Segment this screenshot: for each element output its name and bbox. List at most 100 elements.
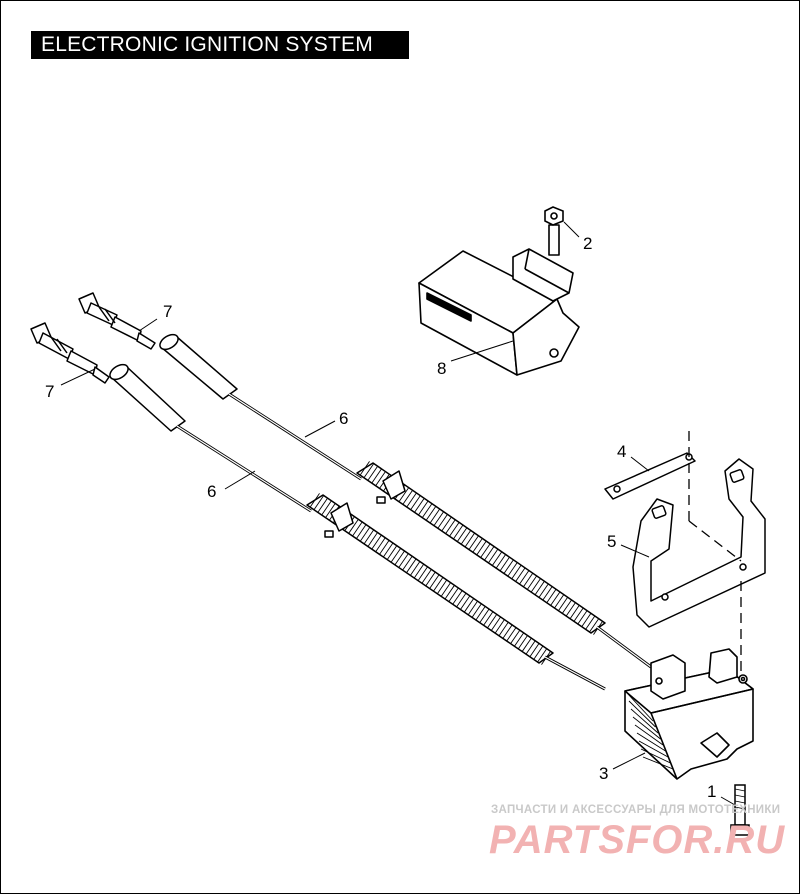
sleeve-ring — [445, 519, 456, 534]
sleeve-ring — [488, 549, 499, 563]
sleeve-ring — [534, 581, 545, 595]
coil-fin — [630, 708, 659, 734]
sleeve-ring — [441, 517, 452, 531]
ignition-module-part — [418, 224, 580, 376]
sleeve-ring — [472, 538, 483, 553]
sleeve-ring — [410, 495, 421, 510]
sleeve-ring — [325, 503, 336, 518]
sleeve-ring — [360, 461, 370, 475]
sleeve-ring — [348, 519, 359, 534]
sleeve-ring — [383, 543, 394, 557]
sleeve-ring — [387, 545, 397, 560]
sleeve-ring — [499, 557, 510, 571]
spark-plug-cable-lower — [109, 363, 606, 691]
sleeve-ring — [363, 463, 374, 478]
sleeve-ring — [406, 493, 417, 507]
sleeve-ring — [371, 469, 382, 483]
sleeve-ring — [537, 648, 548, 663]
spark-plug-upper — [78, 292, 156, 350]
coil-fin — [632, 716, 661, 740]
sleeve-ring — [527, 575, 537, 590]
sleeve-ring — [433, 511, 444, 526]
sleeve-ring — [506, 627, 517, 642]
sleeve-ring — [317, 498, 328, 513]
sleeve-ring — [360, 527, 370, 542]
sleeve-ring — [494, 619, 505, 634]
sleeve-ring — [467, 601, 478, 615]
coil-fin — [636, 732, 666, 752]
sleeve-ring — [421, 569, 432, 584]
sleeve-ring — [453, 525, 464, 539]
ignition-coil-part — [624, 648, 754, 780]
sleeve-ring — [417, 566, 428, 581]
sleeve-ring — [364, 530, 374, 544]
sleeve-ring — [461, 530, 471, 545]
sleeve-ring — [394, 551, 405, 565]
sleeve-ring — [511, 565, 522, 579]
sleeve-ring — [398, 487, 409, 502]
assembly-guide-lines — [688, 431, 742, 681]
sleeve-ring — [367, 466, 378, 481]
sleeve-ring — [414, 564, 424, 578]
sleeve-ring — [550, 591, 561, 606]
sleeve-ring — [573, 607, 584, 622]
sleeve-ring — [479, 609, 490, 623]
sleeve-ring — [492, 551, 502, 566]
sleeve-ring — [525, 640, 536, 655]
sleeve-ring — [444, 585, 455, 600]
sleeve-ring — [406, 558, 417, 573]
sleeve-ring — [480, 543, 491, 558]
sleeve-ring — [418, 501, 429, 515]
sleeve-ring — [402, 556, 413, 571]
sleeve-ring — [398, 553, 409, 568]
sleeve-ring — [375, 537, 386, 552]
sleeve-ring — [589, 618, 600, 633]
sleeve-ring — [581, 613, 592, 627]
sleeve-ring — [502, 624, 513, 639]
sleeve-ring — [449, 522, 460, 537]
sleeve-ring — [518, 635, 528, 650]
callout-7-lower: 7 — [45, 382, 54, 401]
spark-plug-cable-upper — [159, 333, 652, 669]
sleeve-ring — [554, 594, 565, 609]
sleeve-ring — [521, 637, 532, 652]
sleeve-ring — [310, 493, 320, 507]
sleeve-ring — [390, 548, 401, 563]
sleeve-ring — [321, 501, 332, 515]
sleeve-ring — [414, 498, 425, 513]
sleeve-ring — [565, 602, 576, 617]
hex-nut-part — [544, 206, 564, 226]
callout-8: 8 — [437, 359, 446, 378]
callout-2: 2 — [583, 234, 592, 253]
sleeve-ring — [569, 605, 580, 619]
callout-3: 3 — [599, 764, 608, 783]
sleeve-ring — [503, 559, 514, 574]
sleeve-ring — [410, 561, 420, 576]
coil-fin — [634, 724, 664, 746]
diagram-title: ELECTRONIC IGNITION SYSTEM — [31, 31, 409, 59]
coil-fin — [642, 756, 674, 770]
coil-bracket-part — [632, 458, 766, 628]
sleeve-ring — [523, 573, 533, 587]
sleeve-ring — [510, 630, 521, 644]
spark-plug-lower — [30, 322, 110, 384]
coil-fin — [626, 692, 654, 722]
callout-7-upper: 7 — [163, 302, 172, 321]
sleeve-ring — [464, 533, 475, 547]
sleeve-ring — [437, 514, 448, 529]
sleeve-ring — [529, 643, 540, 657]
sleeve-ring — [371, 535, 382, 549]
sleeve-ring — [498, 622, 509, 636]
sleeve-ring — [546, 589, 557, 603]
sleeve-ring — [476, 541, 487, 555]
sleeve-ring — [491, 616, 501, 631]
sleeve-ring — [515, 567, 526, 582]
sleeve-ring — [437, 580, 447, 594]
sleeve-ring — [402, 490, 413, 505]
sleeve-ring — [426, 506, 436, 521]
sleeve-ring — [577, 610, 588, 625]
sleeve-ring — [538, 583, 549, 598]
sleeve-ring — [542, 586, 553, 601]
